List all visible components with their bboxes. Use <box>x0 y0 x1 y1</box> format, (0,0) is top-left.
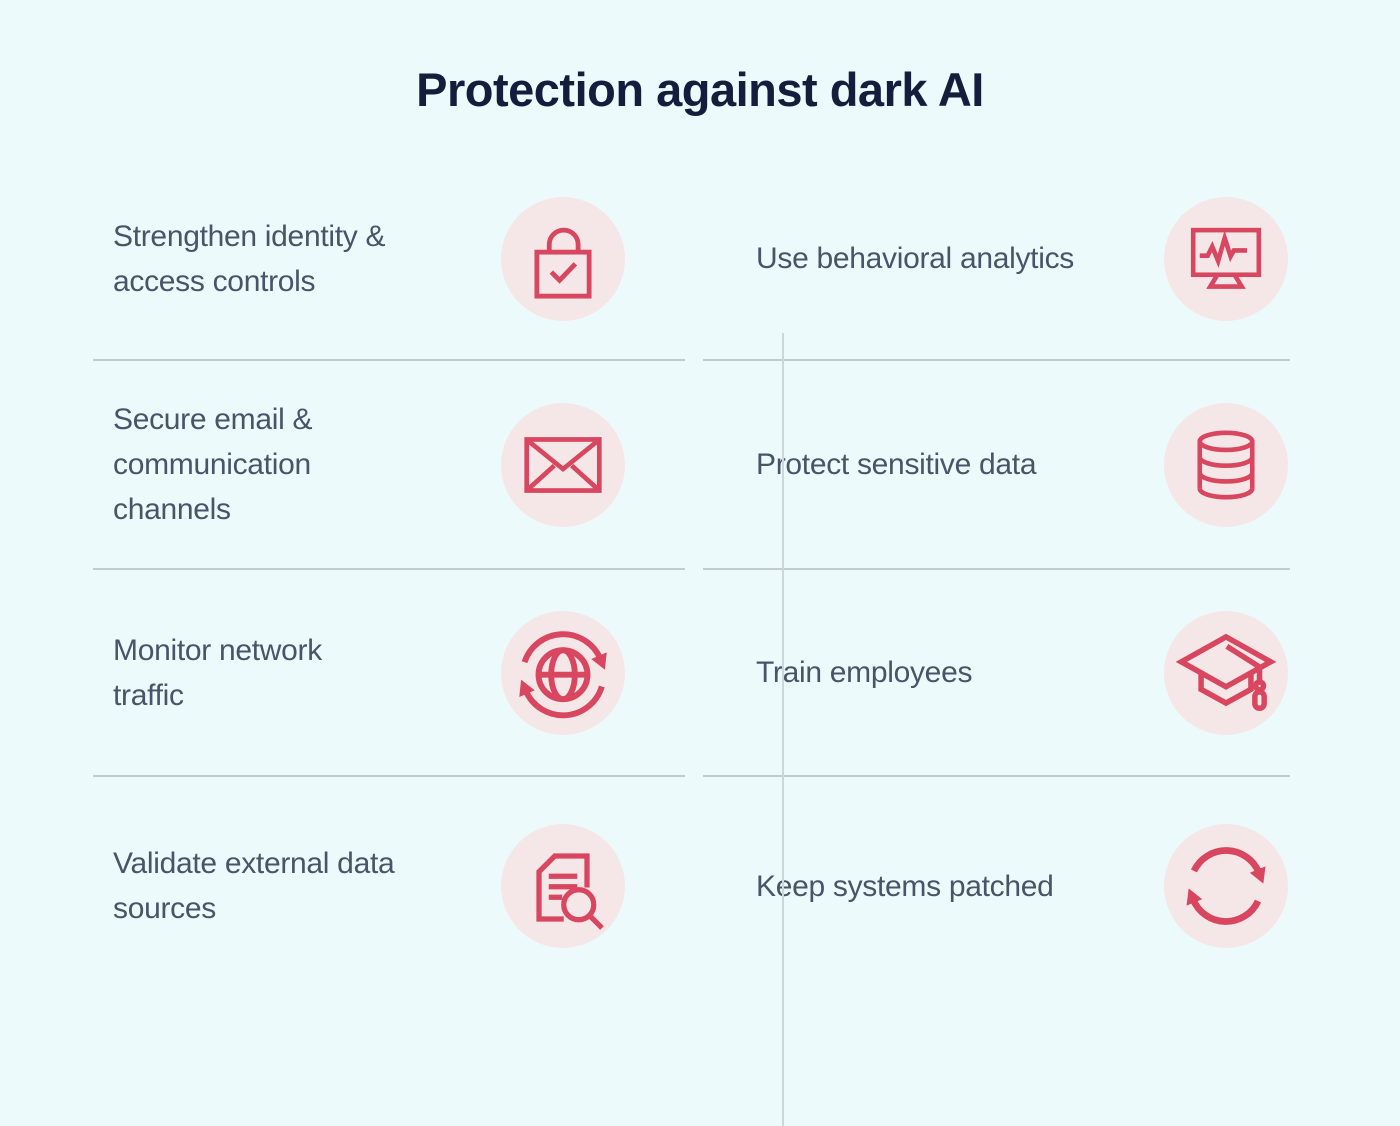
item-label: Protect sensitive data <box>756 448 1037 481</box>
icon-circle <box>501 402 625 527</box>
icon-circle <box>1164 824 1288 948</box>
icon-circle <box>501 824 625 948</box>
item-label: Strengthen identity & access controls <box>113 219 386 298</box>
refresh-icon <box>1186 847 1266 925</box>
icon-circle <box>501 196 625 321</box>
icon-circle <box>1164 610 1288 735</box>
database-icon <box>1197 430 1255 499</box>
graduation-cap-icon <box>1175 633 1277 711</box>
page-title: Protection against dark AI <box>416 63 984 116</box>
item-keep-patched: Keep systems patched <box>703 777 1290 995</box>
item-monitor-network: Monitor network traffic <box>93 570 685 777</box>
item-train-employees: Train employees <box>703 570 1290 777</box>
item-strengthen-identity: Strengthen identity & access controls <box>93 158 685 361</box>
monitor-pulse-icon <box>1190 227 1262 289</box>
item-secure-email: Secure email & communication channels <box>93 361 685 570</box>
icon-circle <box>1164 196 1288 321</box>
item-label: Train employees <box>756 656 973 689</box>
column-divider-line <box>782 333 784 1126</box>
item-protect-data: Protect sensitive data <box>703 361 1290 570</box>
item-validate-sources: Validate external data sources <box>93 777 685 995</box>
icon-circle <box>501 610 625 735</box>
item-label: Validate external data sources <box>113 847 395 925</box>
item-behavioral-analytics: Use behavioral analytics <box>703 158 1290 361</box>
document-search-icon <box>536 853 604 930</box>
item-label: Use behavioral analytics <box>756 242 1074 275</box>
envelope-icon <box>524 436 602 493</box>
item-label: Secure email & communication channels <box>113 403 313 526</box>
protection-grid: Strengthen identity & access controls Us… <box>93 158 1400 1126</box>
item-label: Monitor network traffic <box>113 633 322 712</box>
icon-circle <box>1164 402 1288 527</box>
item-label: Keep systems patched <box>756 869 1054 903</box>
globe-sync-icon <box>519 630 607 718</box>
lock-check-icon <box>534 227 592 299</box>
